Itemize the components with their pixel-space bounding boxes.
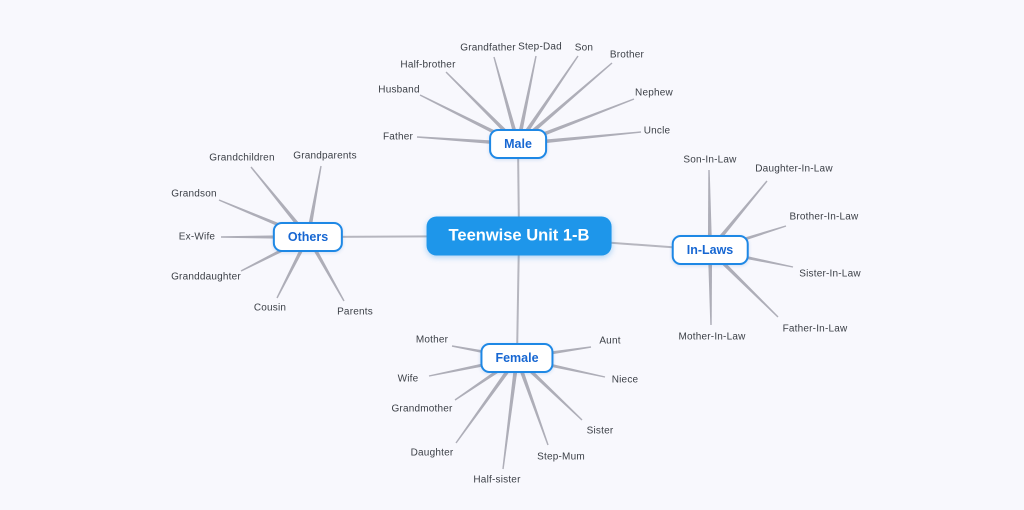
leaf-connector [516, 62, 613, 146]
leaf-label-granddaughter[interactable]: Granddaughter [171, 271, 241, 283]
leaf-label-nephew[interactable]: Nephew [635, 87, 673, 99]
leaf-connector [515, 55, 537, 145]
root-topic-node[interactable]: Teenwise Unit 1-B [426, 216, 612, 256]
leaf-label-half-sister[interactable]: Half-sister [473, 474, 521, 486]
leaf-label-half-brother[interactable]: Half-brother [400, 59, 456, 71]
leaf-connector [515, 357, 549, 446]
branch-node-male[interactable]: Male [489, 129, 547, 159]
leaf-connector [305, 165, 322, 238]
leaf-label-wife[interactable]: Wife [397, 373, 419, 385]
branch-node-others[interactable]: Others [272, 222, 344, 252]
leaf-label-brother[interactable]: Brother [609, 49, 645, 61]
leaf-label-grandchildren[interactable]: Grandchildren [209, 152, 275, 164]
leaf-label-father[interactable]: Father [382, 131, 414, 143]
leaf-label-father-in-law[interactable]: Father-In-Law [782, 323, 848, 335]
leaf-label-step-dad[interactable]: Step-Dad [518, 41, 562, 53]
leaf-label-daughter-in-law[interactable]: Daughter-In-Law [755, 163, 833, 175]
leaf-label-husband[interactable]: Husband [378, 84, 420, 96]
leaf-label-grandparents[interactable]: Grandparents [293, 150, 357, 162]
leaf-label-uncle[interactable]: Uncle [643, 125, 671, 137]
leaf-label-son[interactable]: Son [574, 42, 594, 54]
leaf-connector [502, 357, 520, 470]
leaf-label-niece[interactable]: Niece [611, 374, 639, 386]
leaf-connector [516, 55, 579, 146]
leaf-connector [250, 166, 310, 239]
leaf-label-mother-in-law[interactable]: Mother-In-Law [678, 331, 746, 343]
leaf-label-aunt[interactable]: Aunt [599, 335, 621, 347]
leaf-connector [707, 169, 713, 251]
leaf-connector [445, 71, 520, 146]
leaf-connector [493, 56, 521, 145]
branch-node-in-laws[interactable]: In-Laws [671, 235, 749, 265]
leaf-connector [306, 235, 345, 302]
leaf-connector [455, 356, 519, 444]
leaf-label-daughter[interactable]: Daughter [410, 447, 454, 459]
leaf-label-cousin[interactable]: Cousin [253, 302, 287, 314]
leaf-connector [707, 249, 713, 326]
leaf-label-grandson[interactable]: Grandson [171, 188, 217, 200]
leaf-label-grandmother[interactable]: Grandmother [391, 403, 453, 415]
leaf-connector [708, 248, 779, 318]
leaf-connector [708, 180, 768, 252]
leaf-label-parents[interactable]: Parents [337, 306, 373, 318]
leaf-connector [517, 131, 642, 147]
leaf-label-ex-wife[interactable]: Ex-Wife [178, 231, 216, 243]
leaf-label-sister-in-law[interactable]: Sister-In-Law [799, 268, 861, 280]
leaf-label-sister[interactable]: Sister [586, 425, 614, 437]
leaf-label-son-in-law[interactable]: Son-In-Law [683, 154, 737, 166]
branch-node-female[interactable]: Female [480, 343, 554, 373]
leaf-label-grandfather[interactable]: Grandfather [460, 42, 516, 54]
leaf-label-step-mum[interactable]: Step-Mum [537, 451, 585, 463]
leaf-label-brother-in-law[interactable]: Brother-In-Law [789, 211, 859, 223]
leaf-label-mother[interactable]: Mother [415, 334, 449, 346]
